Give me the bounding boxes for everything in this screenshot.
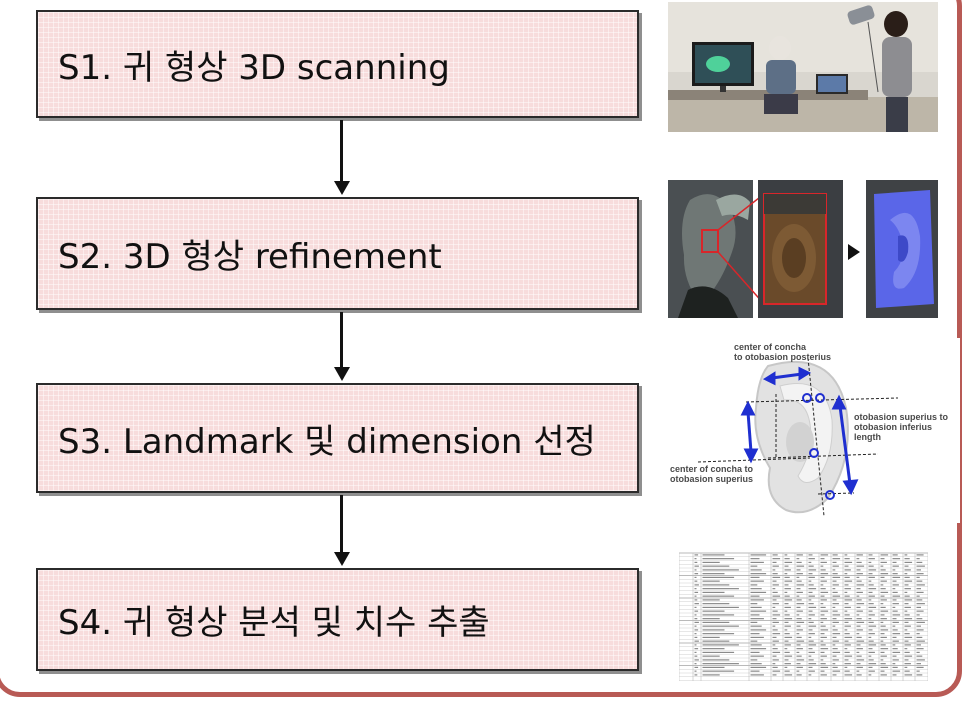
- arrow-s2-s3: [334, 312, 350, 381]
- step-label-s4: S4. 귀 형상 분석 및 치수 추출: [58, 603, 490, 643]
- refinement-images: [668, 180, 938, 318]
- arrow-s1-s2: [334, 120, 350, 195]
- step-label-s1: S1. 귀 형상 3D scanning: [58, 47, 450, 88]
- landmark-left-label-1: center of concha to: [670, 464, 754, 474]
- step-label-s2: S2. 3D 형상 refinement: [58, 237, 442, 277]
- arrow-s3-s4: [334, 495, 350, 566]
- scanning-photo: [668, 2, 938, 132]
- landmark-right-label-2: otobasion inferius: [854, 422, 932, 432]
- step-box-s3: S3. Landmark 및 dimension 선정: [36, 383, 639, 493]
- step-label-s3: S3. Landmark 및 dimension 선정: [58, 421, 596, 462]
- measurement-table-image: [679, 551, 928, 681]
- step-box-s4: S4. 귀 형상 분석 및 치수 추출: [36, 568, 639, 671]
- landmark-right-label-1: otobasion superius to: [854, 412, 949, 422]
- step-box-s1: S1. 귀 형상 3D scanning: [36, 10, 639, 118]
- landmark-top-label-1: center of concha: [734, 342, 807, 352]
- landmark-top-label-2: to otobasion posterius: [734, 352, 831, 362]
- landmark-ear-figure: center of concha to otobasion posterius …: [668, 338, 960, 523]
- step-box-s2: S2. 3D 형상 refinement: [36, 197, 639, 310]
- landmark-right-label-3: length: [854, 432, 881, 442]
- landmark-left-label-2: otobasion superius: [670, 474, 753, 484]
